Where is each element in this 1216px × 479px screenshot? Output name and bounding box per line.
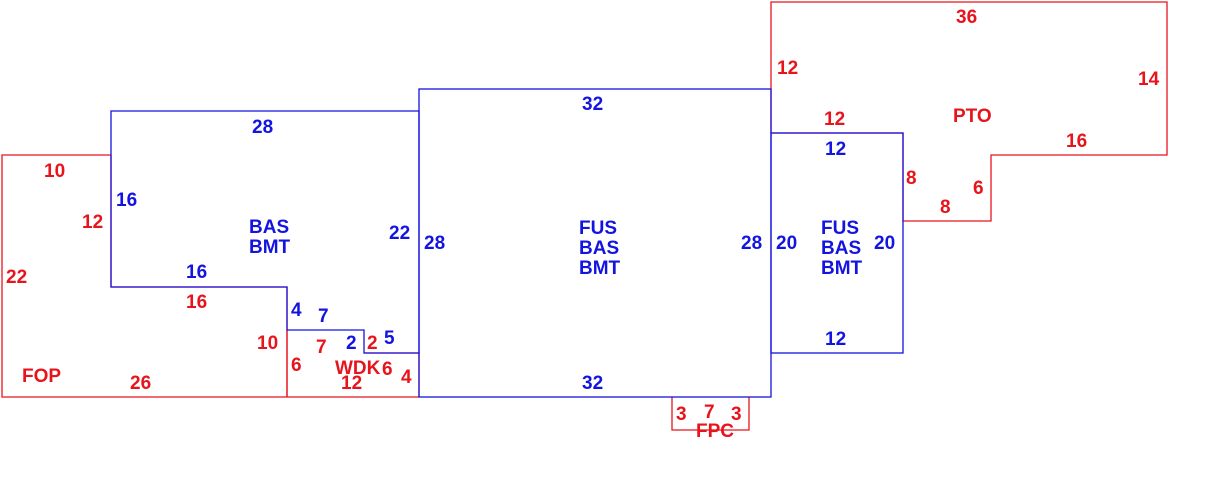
dim-label: 12 [341,373,362,394]
dim-label: 28 [741,233,762,254]
dim-label: 22 [389,223,410,244]
dim-label: 5 [384,328,395,349]
area-label-bas: BAS [249,217,289,238]
dim-label: 12 [825,139,846,160]
dim-label: 16 [116,190,137,211]
bas-outline [110,110,420,354]
dim-label: 2 [367,333,378,354]
area-label-wdk: WDK [335,358,381,379]
area-label-bmt: BMT [821,258,863,279]
area-label-fop: FOP [22,366,61,387]
dim-label: 3 [731,404,742,425]
dim-label: 8 [906,168,917,189]
dim-label: 4 [291,300,302,321]
dim-label: 14 [1138,69,1160,90]
area-label-fus: FUS [579,218,617,239]
area-label-bas: BAS [579,238,619,259]
dim-label: 4 [401,367,412,388]
dim-label: 3 [676,404,687,425]
dim-label: 6 [382,359,393,380]
dim-label: 20 [776,233,797,254]
dim-label: 8 [940,197,951,218]
dim-label: 12 [777,58,798,79]
area-label-bmt: BMT [579,258,621,279]
dim-label: 10 [257,333,278,354]
dim-label: 12 [824,109,845,130]
dim-label: 20 [874,233,895,254]
dim-label: 12 [82,212,103,233]
fpc-outline [671,397,750,431]
dim-label: 28 [424,233,445,254]
dim-label: 36 [956,7,977,28]
dim-label: 10 [44,161,65,182]
dim-label: 7 [318,306,329,327]
dim-label: 26 [130,373,151,394]
area-label-bas: BAS [821,238,861,259]
dim-label: 16 [186,292,207,313]
dim-label: 22 [6,267,27,288]
dim-label: 16 [1066,131,1087,152]
dim-label: 32 [582,373,603,394]
area-label-pto: PTO [953,106,992,127]
dim-label: 32 [582,94,603,115]
dim-label: 28 [252,117,273,138]
dim-label: 6 [291,355,302,376]
dim-label: 6 [973,178,984,199]
dim-label: 12 [825,329,846,350]
area-label-fpc: FPC [696,421,734,442]
dim-label: 16 [186,262,207,283]
fus-right-outline [770,132,904,354]
area-label-fus: FUS [821,218,859,239]
dim-label: 2 [346,333,357,354]
dim-label: 7 [316,337,327,358]
dim-label: 7 [704,402,715,423]
area-label-bmt: BMT [249,237,291,258]
